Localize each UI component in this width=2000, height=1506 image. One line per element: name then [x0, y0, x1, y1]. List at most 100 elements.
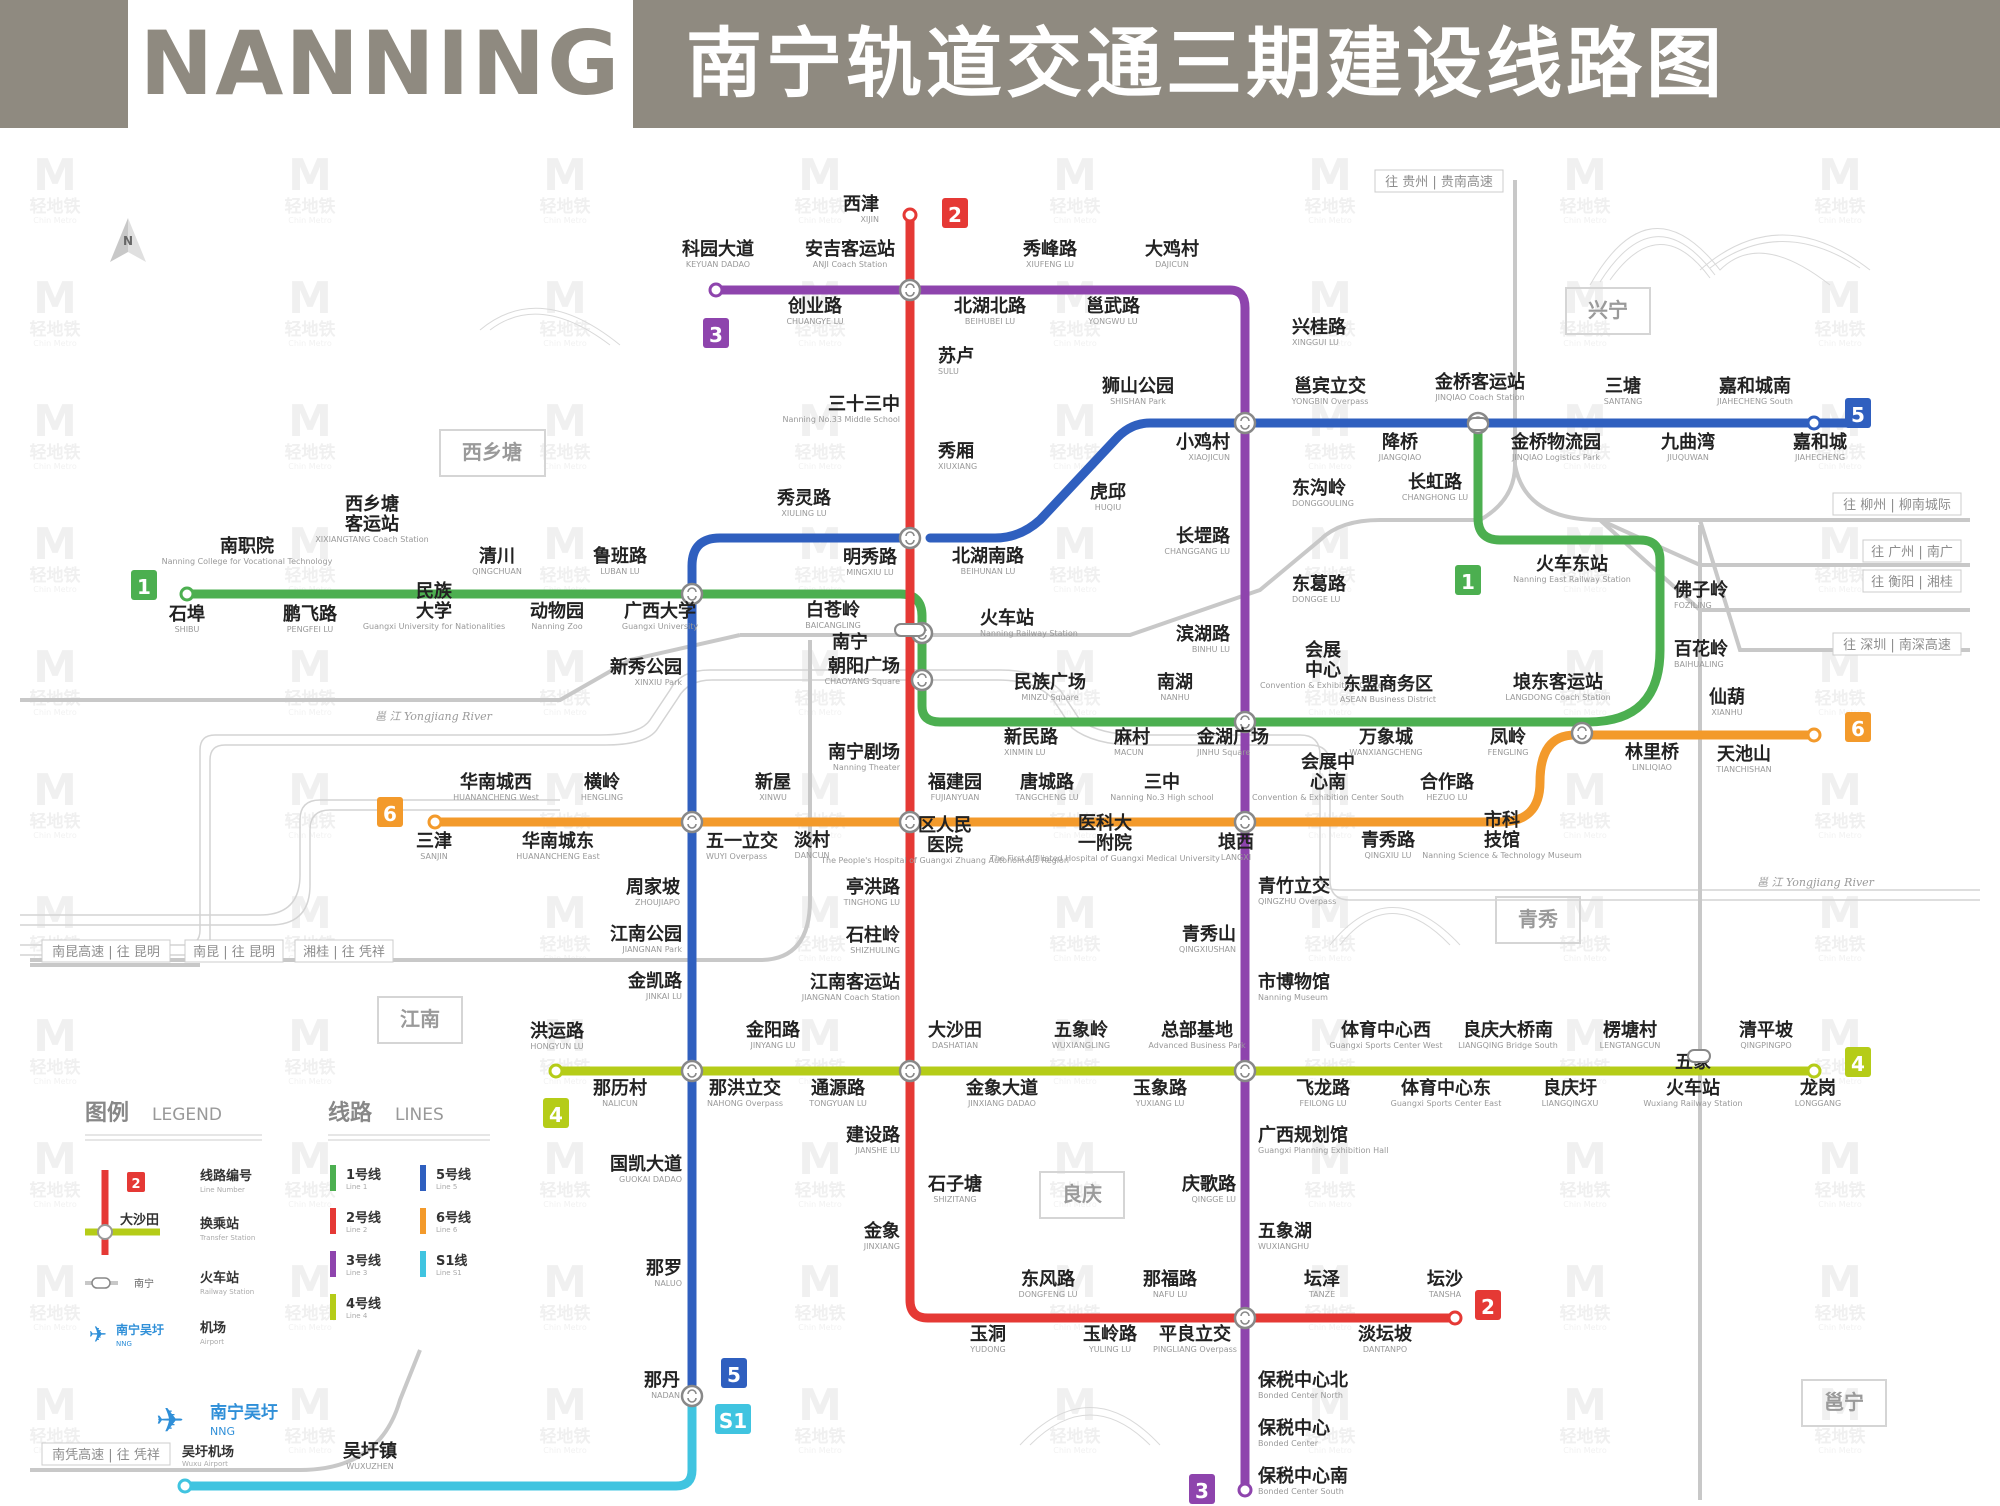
- station-rail[interactable]: 南宁: [832, 631, 868, 653]
